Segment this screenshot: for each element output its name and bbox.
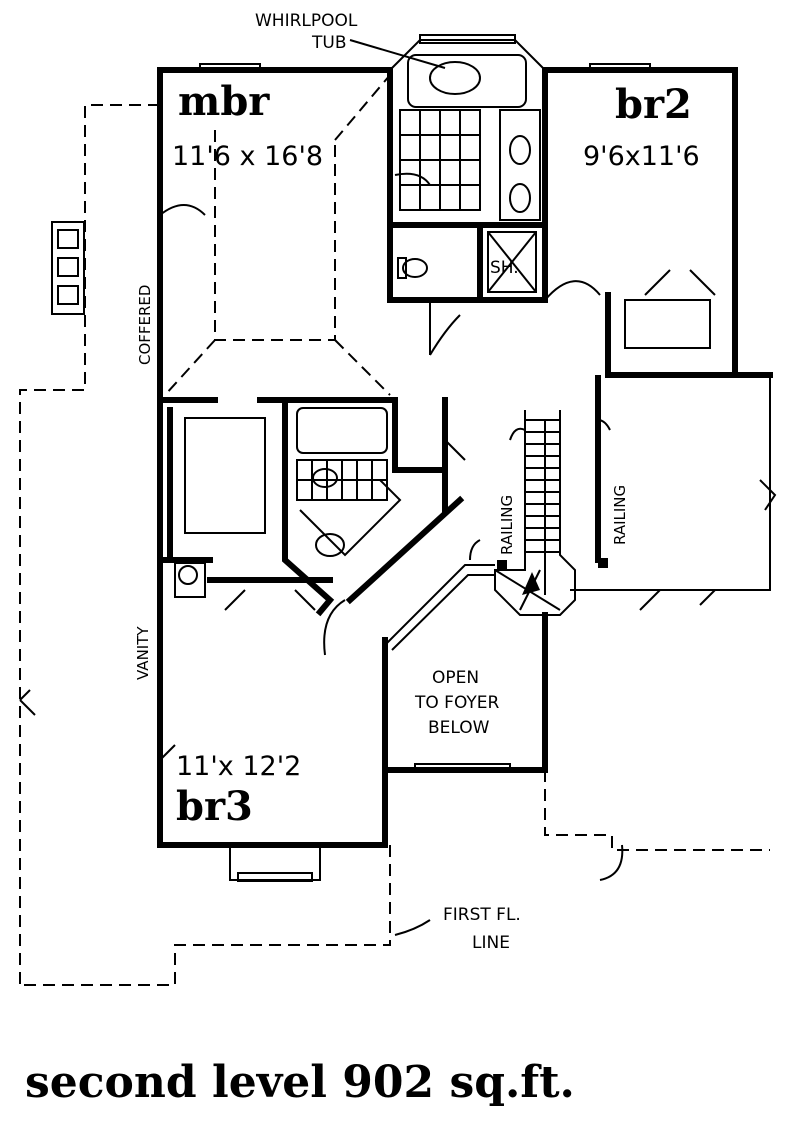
- bay-window-br3: [229, 845, 321, 882]
- interior-walls: [19, 397, 495, 761]
- first-floor-outline: [19, 104, 770, 986]
- chimney: [51, 221, 85, 315]
- label-shower: SH.: [490, 258, 519, 278]
- label-line: LINE: [472, 933, 510, 953]
- window: [199, 63, 261, 73]
- room-name-br3: br3: [176, 783, 253, 830]
- hall-doors: [394, 172, 716, 356]
- bay-window-tub: [349, 34, 546, 108]
- caption: second level 902 sq.ft.: [25, 1057, 575, 1108]
- label-to-foyer: TO FOYER: [414, 693, 500, 713]
- room-size-mbr: 11'6 x 16'8: [172, 141, 323, 172]
- room-size-br3: 11'x 12'2: [176, 751, 301, 782]
- master-bath: [387, 109, 548, 303]
- label-whirlpool: WHIRLPOOL: [255, 11, 358, 31]
- window: [589, 63, 651, 73]
- coffered-ceiling: [159, 74, 391, 396]
- room-size-br2: 9'6x11'6: [583, 141, 700, 172]
- staircase: [469, 410, 611, 616]
- label-vanity: VANITY: [134, 626, 152, 680]
- label-railing-left: RAILING: [498, 495, 516, 555]
- label-coffered: COFFERED: [136, 285, 154, 365]
- room-name-mbr: mbr: [178, 78, 270, 125]
- window: [414, 763, 511, 773]
- exterior-walls: [157, 67, 773, 848]
- label-first-fl: FIRST FL.: [443, 905, 521, 925]
- lower-right-walls: [570, 378, 777, 611]
- room-name-br2: br2: [615, 81, 692, 128]
- label-tub: TUB: [311, 33, 347, 53]
- first-fl-arrow: [394, 919, 431, 936]
- label-below: BELOW: [428, 718, 490, 738]
- label-railing-right: RAILING: [611, 485, 629, 545]
- first-fl-arrow: [599, 844, 624, 881]
- label-open: OPEN: [432, 668, 479, 688]
